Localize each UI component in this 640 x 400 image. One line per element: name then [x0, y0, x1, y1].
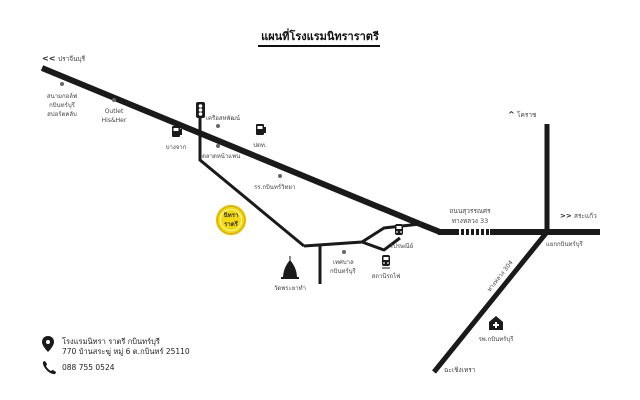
road-town-west	[198, 112, 305, 248]
label-road-suwannasorn: ถนนสุวรรณศร	[449, 207, 491, 215]
train-icon	[382, 255, 390, 269]
arrow-left-icon: <<	[42, 54, 55, 63]
label-chachoengsao: ฉะเชิงเทรา	[444, 366, 476, 374]
hotel-marker[interactable]: นิทรา ราตรี	[216, 205, 246, 235]
phone-icon	[42, 361, 56, 375]
municipal-dot	[342, 250, 346, 254]
arrow-up-icon: ^	[508, 110, 515, 119]
label-school: รร.กบินทร์วิทยา	[254, 183, 295, 191]
label-hotel-2: ราตรี	[224, 220, 238, 228]
golf-dot	[60, 82, 64, 86]
label-korat: โคราช	[517, 111, 537, 119]
footer-phone[interactable]: 088 755 0524	[62, 363, 115, 372]
label-hotel-1: นิทรา	[223, 211, 238, 219]
label-station: สถานีรถไฟ	[372, 272, 401, 280]
label-saha: เครือสหพัฒน์	[206, 114, 240, 122]
label-intersection: แยกกบินทร์บุรี	[546, 240, 584, 248]
label-sakaeo: สระแก้ว	[574, 212, 597, 220]
map-title: แผนที่โรงแรมนิทราราตรี	[261, 28, 379, 43]
fuel-pump-icon	[172, 126, 182, 137]
label-bangchak: บางจาก	[166, 144, 187, 151]
label-golf-2: กบินทร์บุรี	[49, 101, 76, 109]
label-outlet-1: Outlet	[105, 108, 124, 115]
road-town-loop	[361, 236, 401, 252]
label-post: ไปรษณีย์	[389, 242, 413, 250]
footer-address: 770 บ้านสระฆู่ หมู่ 6 ต.กบินทร์ 25110	[62, 347, 190, 356]
label-golf-3: สปอร์ตคลับ	[47, 110, 77, 118]
outlet-dot	[112, 98, 116, 102]
location-pin-icon	[42, 336, 54, 352]
label-market: ตลาดหน้าแพน	[202, 153, 240, 160]
label-ptt: ปตท.	[253, 142, 267, 149]
market-dot	[216, 144, 220, 148]
footer-hotel-name: โรงแรมนิทรา ราตรี กบินทร์บุรี	[62, 337, 160, 346]
saha-dot	[216, 124, 220, 128]
fuel-pump-icon	[256, 124, 266, 135]
arrow-down-icon: v	[434, 366, 439, 374]
label-hospital: รพ.กบินทร์บุรี	[479, 335, 515, 343]
arrow-right-icon: >>	[560, 212, 572, 220]
road-prachinburi	[40, 65, 422, 227]
road-bend	[418, 221, 442, 235]
road-hwy304	[432, 230, 549, 374]
label-prachinburi: ปราจีนบุรี	[58, 55, 86, 63]
label-golf-1: สนามกอล์ฟ	[47, 92, 77, 100]
label-temple: วัดพระยาทำ	[274, 285, 306, 292]
label-municipal-2: กบินทร์บุรี	[330, 267, 357, 275]
label-outlet-2: His&Her	[102, 117, 127, 124]
hospital-house-icon	[489, 316, 503, 330]
school-dot	[278, 174, 282, 178]
train-icon	[395, 224, 403, 235]
temple-icon	[281, 256, 299, 279]
label-road-hwy33: ทางหลวง 33	[452, 217, 489, 225]
label-municipal-1: เทศบาล	[333, 259, 354, 266]
traffic-light-icon	[196, 102, 205, 118]
